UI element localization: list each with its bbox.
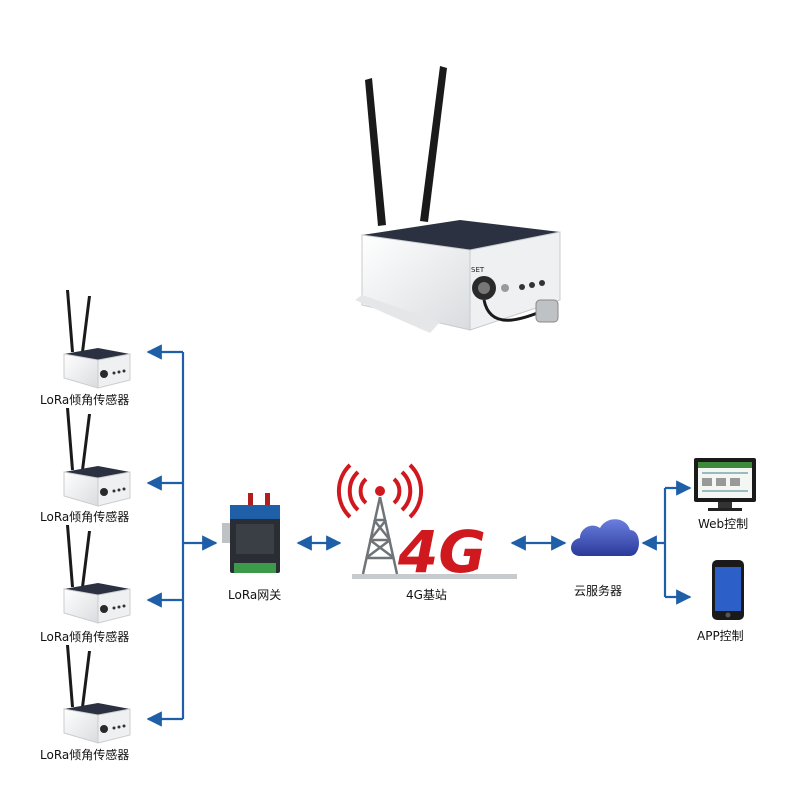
phone-icon	[712, 560, 744, 620]
antenna-right	[420, 66, 447, 222]
cloud-branches	[641, 480, 692, 605]
cable-plug	[535, 299, 559, 323]
device-top	[362, 220, 560, 250]
sensor-group	[63, 290, 131, 744]
sensor-device	[63, 525, 131, 624]
tower	[361, 496, 399, 575]
gateway-device	[222, 493, 280, 573]
main-device: SET	[355, 66, 561, 333]
device-foot	[355, 295, 440, 333]
set-text: SET	[471, 266, 485, 274]
monitor-icon	[694, 458, 756, 511]
sensor-bus	[146, 344, 218, 727]
antenna-left	[365, 78, 386, 226]
sensor-device	[63, 408, 131, 507]
sensor-device	[63, 290, 131, 389]
base-station-label: 4G基站	[406, 588, 447, 602]
sensor-label-2: LoRa倾角传感器	[40, 510, 130, 524]
sensor-label-4: LoRa倾角传感器	[40, 748, 130, 762]
base-station: 4G	[336, 463, 517, 586]
web-label: Web控制	[698, 517, 749, 531]
app-label: APP控制	[697, 629, 744, 643]
gateway-label: LoRa网关	[228, 588, 282, 602]
sensor-device	[63, 645, 131, 744]
sensor-label-1: LoRa倾角传感器	[40, 393, 130, 407]
set-button	[501, 284, 509, 292]
sensor-label-3: LoRa倾角传感器	[40, 630, 130, 644]
signal-waves	[336, 463, 424, 519]
cloud-label: 云服务器	[574, 584, 623, 598]
cloud-icon	[571, 519, 639, 556]
